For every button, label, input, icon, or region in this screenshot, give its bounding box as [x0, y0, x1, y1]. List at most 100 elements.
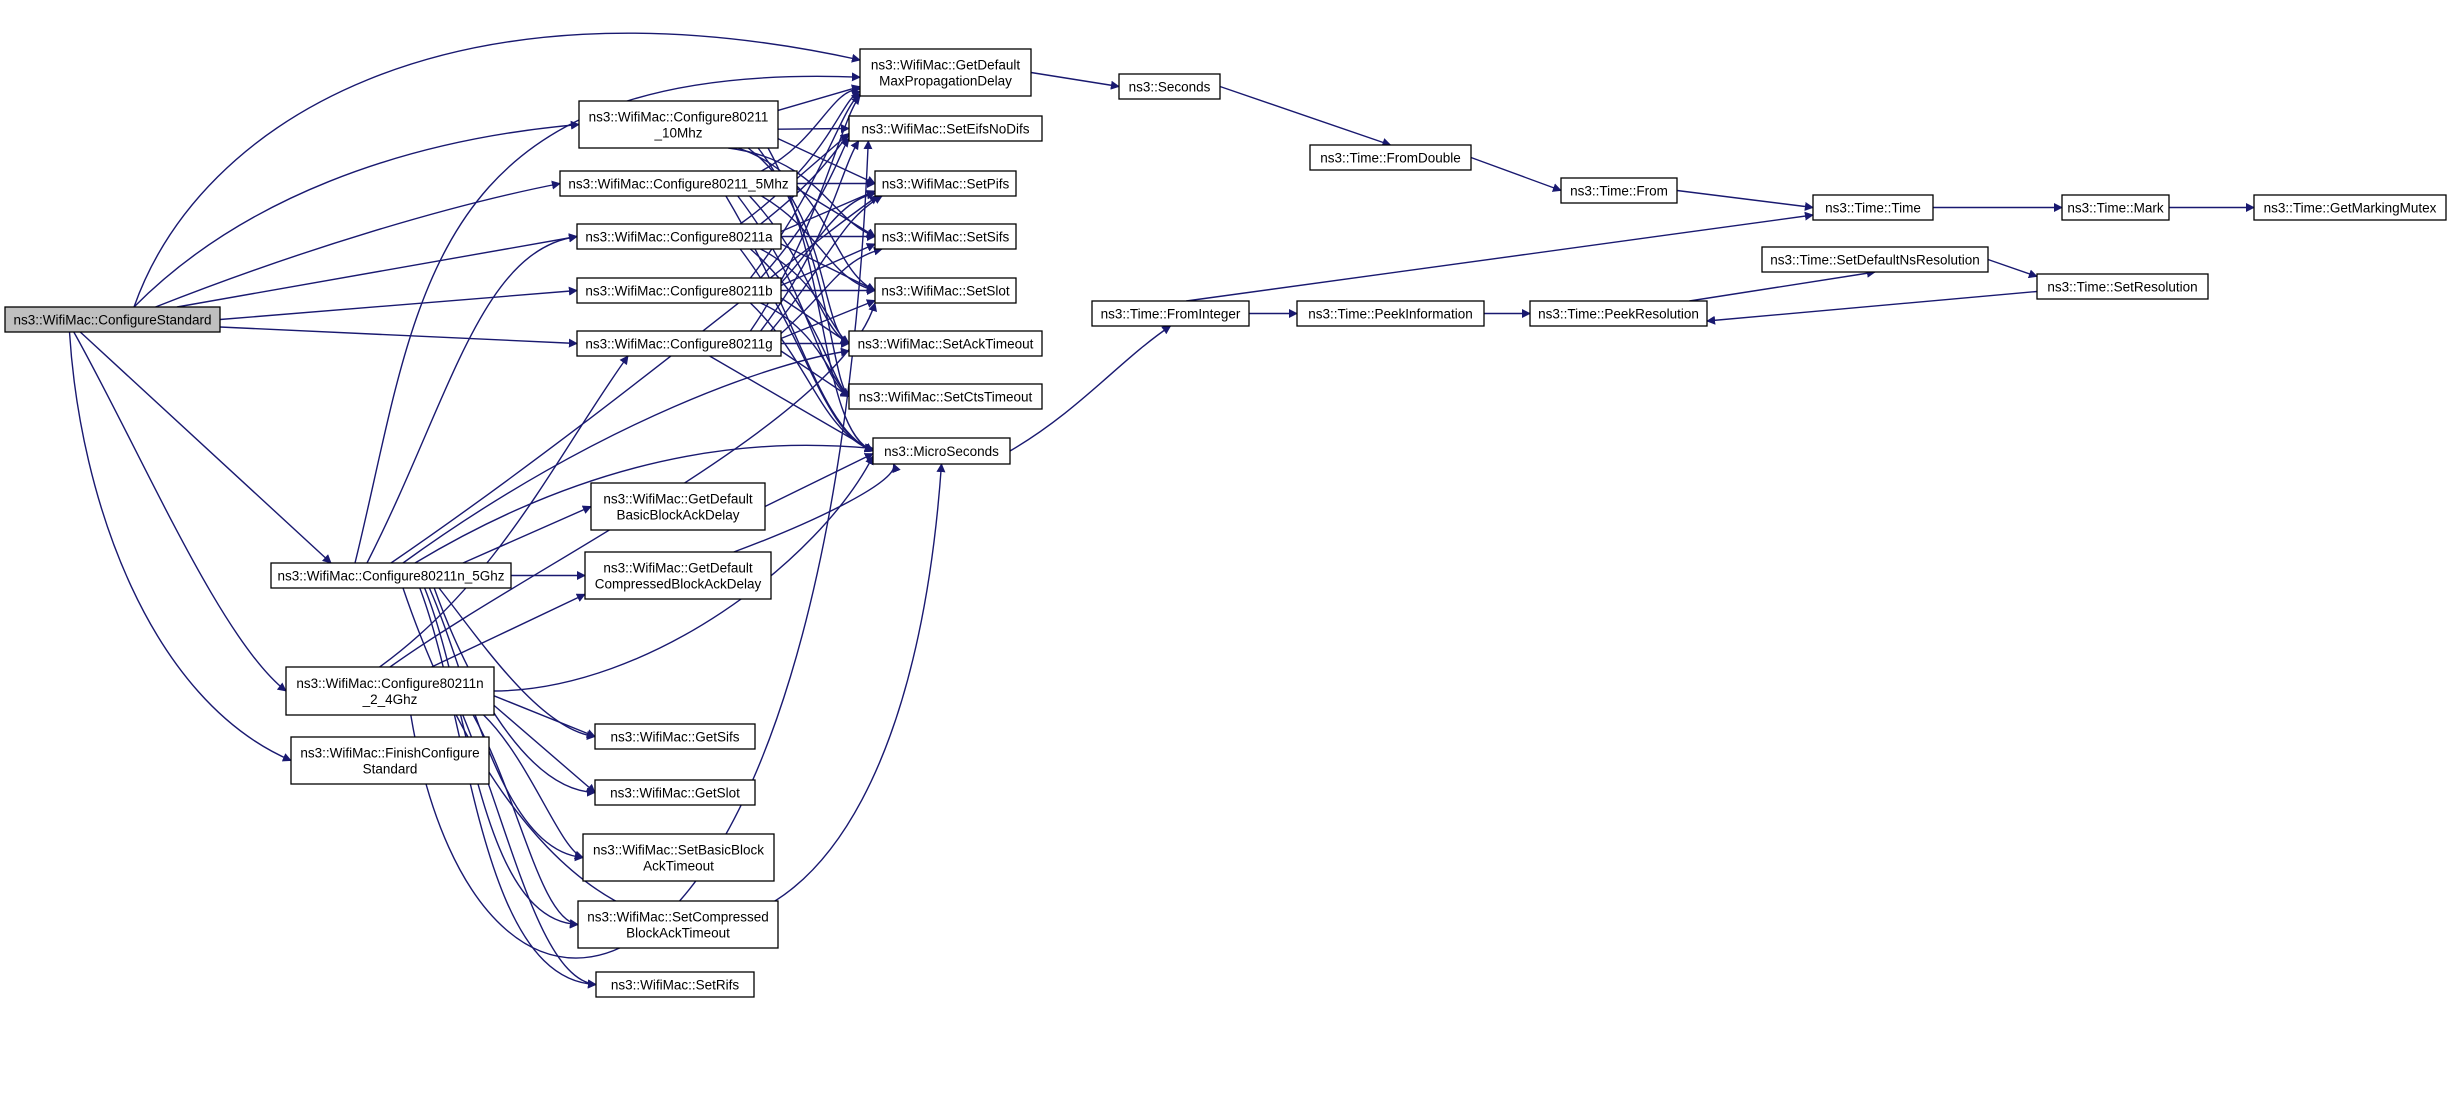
node-configure80211-10mhz-box [578, 100, 779, 149]
node-configure-standard[interactable]: ns3::WifiMac::ConfigureStandard [4, 306, 221, 333]
edge-g-to-cts [780, 350, 850, 398]
node-time-peek-information[interactable]: ns3::Time::PeekInformation [1296, 300, 1485, 327]
edge-10mhz-to-pifs [777, 137, 876, 185]
node-set-rifs-box [595, 971, 755, 998]
node-time-set-default-ns-resolution-box [1761, 246, 1989, 273]
node-configure80211a-label: ns3::WifiMac::Configure80211a [585, 230, 773, 245]
node-time-from[interactable]: ns3::Time::From [1560, 177, 1678, 204]
node-get-slot[interactable]: ns3::WifiMac::GetSlot [594, 779, 756, 806]
node-configure80211n-2-4ghz-box [285, 666, 495, 716]
node-set-compressed-block-ack-timeout-label: BlockAckTimeout [626, 926, 730, 941]
node-time-peek-resolution[interactable]: ns3::Time::PeekResolution [1529, 300, 1708, 327]
node-set-eifs-no-difs-box [848, 115, 1043, 142]
node-configure80211g[interactable]: ns3::WifiMac::Configure80211g [576, 330, 782, 357]
node-seconds[interactable]: ns3::Seconds [1118, 73, 1221, 100]
edge-n24-to-basicto [483, 714, 584, 860]
edge-5mhz-to-sifs [796, 187, 876, 238]
edge-compdelay-to-micro [733, 463, 901, 553]
edge-5mhz-to-ack [749, 195, 850, 345]
node-time-peek-resolution-label: ns3::Time::PeekResolution [1538, 307, 1699, 322]
node-time-time-label: ns3::Time::Time [1825, 201, 1921, 216]
edge-n5-to-micro [414, 443, 874, 564]
edge-n5-to-basicdelay [462, 505, 592, 564]
edge-from-to-time [1676, 189, 1814, 211]
node-configure80211b-box [576, 277, 782, 304]
node-time-set-resolution-label: ns3::Time::SetResolution [2047, 280, 2197, 295]
edge-5mhz-to-maxprop [761, 84, 861, 172]
node-seconds-label: ns3::Seconds [1129, 80, 1211, 95]
node-set-slot-label: ns3::WifiMac::SetSlot [881, 284, 1010, 299]
edge-configstandard-to-n24 [73, 331, 287, 692]
edge-configstandard-to-a [176, 233, 578, 308]
edge-g-to-sifs [780, 246, 883, 335]
node-microseconds-box [872, 437, 1011, 465]
node-set-slot[interactable]: ns3::WifiMac::SetSlot [874, 277, 1017, 304]
edge-configstandard-to-10mhz [133, 120, 580, 308]
edge-n5-to-basicto [428, 587, 584, 862]
node-seconds-box [1118, 73, 1221, 100]
node-set-rifs-label: ns3::WifiMac::SetRifs [611, 978, 740, 993]
edge-n24-to-compdelay [431, 593, 586, 668]
node-get-default-basic-block-ack-delay[interactable]: ns3::WifiMac::GetDefaultBasicBlockAckDel… [590, 482, 766, 531]
edge-b-to-ack [780, 297, 850, 345]
node-time-from-double[interactable]: ns3::Time::FromDouble [1309, 144, 1472, 171]
edge-basicdelay-to-micro [764, 452, 874, 508]
node-time-set-resolution[interactable]: ns3::Time::SetResolution [2036, 273, 2209, 300]
node-configure80211n-5ghz[interactable]: ns3::WifiMac::Configure80211n_5Ghz [270, 562, 512, 589]
node-configure80211-5mhz-box [559, 170, 798, 197]
edge-configstandard-to-maxprop [133, 32, 861, 308]
edge-n24-to-getslot [493, 704, 596, 794]
node-set-compressed-block-ack-timeout-box [577, 900, 779, 949]
node-time-set-default-ns-resolution-label: ns3::Time::SetDefaultNsResolution [1770, 253, 1980, 268]
node-time-peek-information-label: ns3::Time::PeekInformation [1308, 307, 1473, 322]
node-time-get-marking-mutex-label: ns3::Time::GetMarkingMutex [2264, 201, 2437, 216]
node-set-compressed-block-ack-timeout[interactable]: ns3::WifiMac::SetCompressedBlockAckTimeo… [577, 900, 779, 949]
node-set-compressed-block-ack-timeout-label: ns3::WifiMac::SetCompressed [587, 910, 769, 925]
node-set-sifs[interactable]: ns3::WifiMac::SetSifs [874, 223, 1017, 250]
node-get-default-compressed-block-ack-delay[interactable]: ns3::WifiMac::GetDefaultCompressedBlockA… [584, 551, 772, 600]
node-configure80211a[interactable]: ns3::WifiMac::Configure80211a [576, 223, 782, 250]
edge-10mhz-to-sifs [728, 147, 876, 238]
node-set-pifs[interactable]: ns3::WifiMac::SetPifs [874, 170, 1017, 197]
node-get-slot-label: ns3::WifiMac::GetSlot [610, 786, 740, 801]
node-microseconds[interactable]: ns3::MicroSeconds [872, 437, 1011, 465]
edge-g-to-pifs [770, 195, 883, 332]
edge-a-to-pifs [780, 190, 876, 233]
node-set-eifs-no-difs-label: ns3::WifiMac::SetEifsNoDifs [861, 122, 1029, 137]
node-time-from-integer[interactable]: ns3::Time::FromInteger [1091, 300, 1250, 327]
edge-b-to-pifs [780, 190, 876, 284]
edge-n5-to-rifs [419, 587, 597, 989]
node-set-eifs-no-difs[interactable]: ns3::WifiMac::SetEifsNoDifs [848, 115, 1043, 142]
node-configure80211n-2-4ghz[interactable]: ns3::WifiMac::Configure80211n_2_4Ghz [285, 666, 495, 716]
edge-fromdouble-to-from [1470, 156, 1562, 192]
node-time-mark-box [2061, 194, 2170, 221]
node-get-slot-box [594, 779, 756, 806]
node-time-mark[interactable]: ns3::Time::Mark [2061, 194, 2170, 221]
node-time-get-marking-mutex[interactable]: ns3::Time::GetMarkingMutex [2253, 194, 2447, 221]
edge-n5-to-maxprop [354, 72, 861, 564]
node-configure80211b[interactable]: ns3::WifiMac::Configure80211b [576, 277, 782, 304]
node-get-sifs[interactable]: ns3::WifiMac::GetSifs [594, 723, 756, 750]
node-set-cts-timeout[interactable]: ns3::WifiMac::SetCtsTimeout [848, 383, 1043, 410]
node-set-ack-timeout[interactable]: ns3::WifiMac::SetAckTimeout [848, 330, 1043, 357]
node-configure80211-10mhz[interactable]: ns3::WifiMac::Configure80211_10Mhz [578, 100, 779, 149]
edge-n5-to-a [366, 233, 578, 564]
edge-configstandard-to-b [219, 286, 578, 321]
node-time-set-default-ns-resolution[interactable]: ns3::Time::SetDefaultNsResolution [1761, 246, 1989, 273]
node-time-time[interactable]: ns3::Time::Time [1812, 194, 1934, 221]
edge-n5-to-getslot [433, 587, 596, 797]
node-time-peek-resolution-box [1529, 300, 1708, 327]
node-configure80211-10mhz-label: _10Mhz [653, 126, 702, 141]
edge-setdefres-to-setres [1987, 258, 2038, 279]
node-get-default-max-propagation-delay[interactable]: ns3::WifiMac::GetDefaultMaxPropagationDe… [859, 48, 1032, 97]
node-set-rifs[interactable]: ns3::WifiMac::SetRifs [595, 971, 755, 998]
node-time-from-box [1560, 177, 1678, 204]
node-configure80211n-2-4ghz-label: _2_4Ghz [362, 692, 418, 707]
node-configure80211-5mhz[interactable]: ns3::WifiMac::Configure80211_5Mhz [559, 170, 798, 197]
node-set-basic-block-ack-timeout-label: ns3::WifiMac::SetBasicBlock [593, 843, 764, 858]
edge-configstandard-to-n5 [79, 331, 332, 564]
node-get-default-max-propagation-delay-box [859, 48, 1032, 97]
edge-n24-to-micro [493, 455, 874, 692]
